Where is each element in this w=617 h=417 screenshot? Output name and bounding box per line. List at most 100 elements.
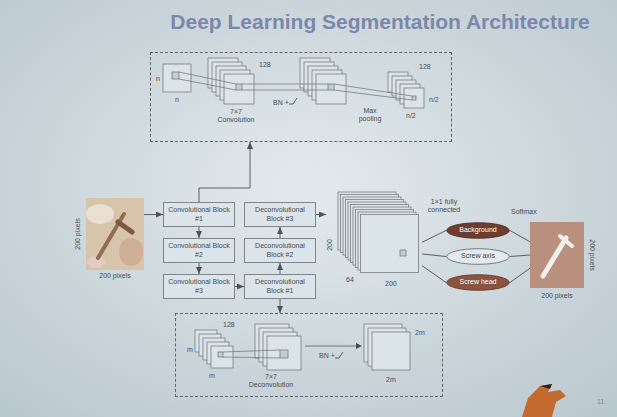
input-photo bbox=[87, 256, 105, 268]
deconv-detail-figure bbox=[372, 332, 410, 370]
block-label: Deconvolutional Block #3 bbox=[249, 206, 311, 222]
conv-detail-figure bbox=[334, 90, 412, 100]
conv-detail-figure bbox=[289, 98, 297, 104]
page-number: 11 bbox=[597, 398, 604, 406]
input-photo bbox=[86, 204, 114, 224]
dimension-label: n bbox=[175, 96, 179, 104]
dimension-label: n/2 bbox=[429, 96, 439, 104]
dimension-label: n bbox=[156, 75, 160, 83]
connector bbox=[422, 254, 446, 257]
deconv-detail-figure bbox=[335, 352, 343, 358]
conv-detail-figure bbox=[172, 72, 179, 79]
deconv-detail-figure bbox=[223, 357, 280, 358]
presenter-hand bbox=[522, 384, 566, 417]
deconv-detail-figure bbox=[280, 350, 288, 358]
block-label: Convolutional Block #3 bbox=[168, 278, 230, 294]
conv-detail-figure bbox=[316, 74, 346, 104]
size-label: 200 pixels bbox=[74, 218, 82, 250]
dimension-label: 128 bbox=[419, 63, 431, 71]
feature-map-stack bbox=[361, 215, 419, 273]
deconv-detail-figure bbox=[223, 350, 280, 352]
output-mask bbox=[543, 238, 566, 276]
conv-detail-figure bbox=[163, 58, 424, 108]
deconv-detail-figure bbox=[218, 352, 223, 357]
connector bbox=[422, 266, 446, 283]
dimension-label: n/2 bbox=[406, 112, 416, 120]
connector bbox=[422, 231, 446, 243]
feature-maps: 20020064 bbox=[326, 184, 422, 290]
dimension-label: 2m bbox=[386, 376, 396, 384]
deconv-block: Deconvolutional Block #2 bbox=[244, 238, 316, 263]
block-label: Convolutional Block #2 bbox=[168, 242, 230, 258]
output-mask bbox=[530, 222, 584, 288]
layer-note: 1×1 fully connected bbox=[424, 198, 464, 214]
ellipse-outline bbox=[447, 223, 510, 239]
dimension-label: 7×7 Deconvolution bbox=[246, 373, 296, 389]
conv-detail-figure bbox=[328, 84, 334, 90]
slide-title: Deep Learning Segmentation Architecture bbox=[150, 10, 610, 34]
connector bbox=[235, 286, 244, 287]
size-label: 200 pixels bbox=[588, 239, 596, 271]
conv-detail-figure bbox=[236, 84, 242, 90]
output-mask bbox=[530, 222, 584, 288]
deconv-detail-figure bbox=[305, 346, 356, 347]
input-photo bbox=[86, 198, 144, 270]
dimension-label: 2m bbox=[415, 329, 425, 337]
size-label: 200 bbox=[326, 239, 334, 251]
class-label: Screw axis bbox=[461, 252, 495, 260]
dimension-label: Max pooling bbox=[353, 107, 387, 123]
dimension-label: 128 bbox=[223, 321, 235, 329]
ellipse-outline bbox=[447, 275, 510, 291]
conv-detail-figure bbox=[242, 84, 328, 85]
deconv-detail-figure bbox=[267, 336, 301, 370]
conv-detail-figure bbox=[179, 79, 236, 90]
block-label: Deconvolutional Block #1 bbox=[249, 278, 311, 294]
dimension-label: BN + bbox=[319, 352, 335, 360]
connector bbox=[280, 263, 281, 274]
connector bbox=[280, 227, 281, 238]
conv-detail-figure bbox=[404, 88, 424, 108]
dimension-label: 128 bbox=[259, 61, 271, 69]
layer-note: Softmax bbox=[511, 208, 537, 216]
dimension-label: 7×7 Convolution bbox=[211, 108, 261, 124]
input-image: 200 pixels200 pixels bbox=[86, 198, 144, 270]
deconv-block: Deconvolutional Block #3 bbox=[244, 202, 316, 227]
dimension-label: BN + bbox=[273, 99, 289, 107]
block-label: Deconvolutional Block #2 bbox=[249, 242, 311, 258]
presenter-hand bbox=[522, 384, 566, 417]
conv-block-detail: n n 7×7 Convolution 128 BN + 128Max pooling n/… bbox=[150, 52, 452, 142]
conv-detail-figure bbox=[242, 90, 328, 91]
conv-block: Convolutional Block #2 bbox=[163, 238, 235, 263]
output-image: 200 pixels200 pixels bbox=[530, 222, 584, 288]
size-label: 200 pixels bbox=[541, 292, 573, 300]
connector bbox=[316, 214, 326, 215]
class-ellipse: Background bbox=[446, 222, 510, 239]
conv-detail-figure bbox=[224, 74, 254, 104]
connector bbox=[199, 227, 200, 238]
size-label: 200 bbox=[385, 280, 397, 288]
class-label: Screw head bbox=[460, 278, 497, 286]
conv-detail-figure bbox=[334, 84, 412, 96]
output-mask bbox=[560, 236, 572, 246]
input-photo bbox=[86, 198, 144, 270]
input-photo bbox=[119, 238, 143, 266]
class-ellipse: Screw head bbox=[446, 274, 510, 291]
conv-detail-figure bbox=[412, 96, 416, 100]
conv-detail-figure bbox=[163, 64, 191, 92]
feature-map-stack bbox=[338, 192, 419, 273]
dimension-label: m bbox=[187, 346, 193, 354]
deconv-block: Deconvolutional Block #1 bbox=[244, 274, 316, 299]
conv-block: Convolutional Block #1 bbox=[163, 202, 235, 227]
input-photo bbox=[118, 222, 132, 232]
connector bbox=[510, 231, 530, 242]
class-ellipse: Screw axis bbox=[446, 248, 510, 265]
deconv-detail-figure bbox=[356, 343, 362, 349]
size-label: 200 pixels bbox=[99, 272, 131, 280]
deconv-block-detail: m m 128 7×7 Deconvolution BN + 2m 2m bbox=[175, 313, 443, 397]
deconv-detail-figure bbox=[195, 324, 410, 370]
connector bbox=[199, 142, 250, 202]
dimension-label: m bbox=[209, 372, 215, 380]
feature-map-stack bbox=[400, 250, 406, 256]
